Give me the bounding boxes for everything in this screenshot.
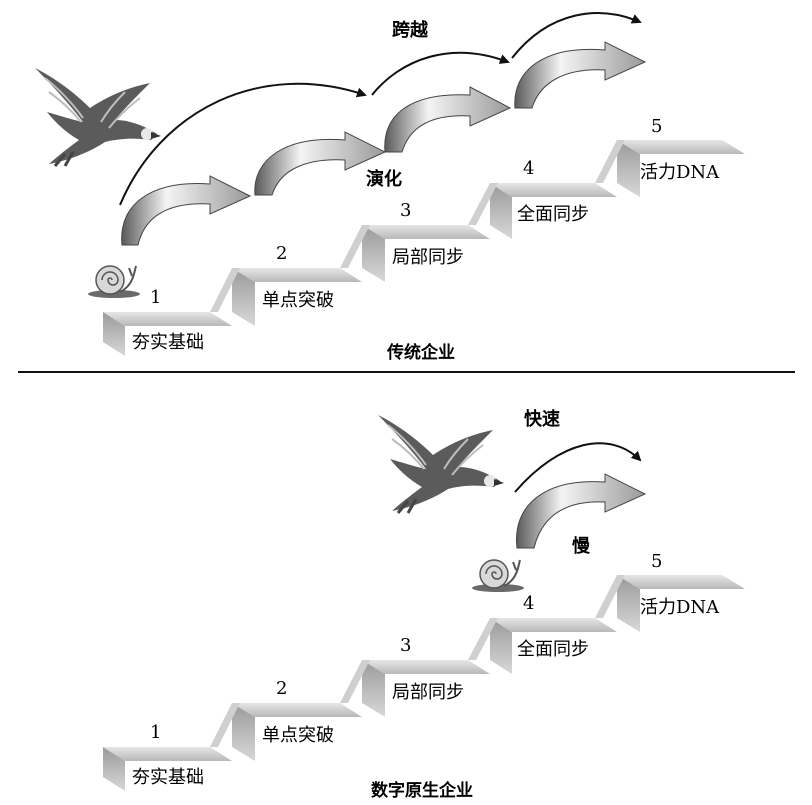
top-evolve-arrows [121,41,647,246]
step-number: 3 [400,635,411,656]
step-label: 活力DNA [640,162,720,183]
step-number: 2 [276,243,287,264]
bottom-label-fast: 快速 [524,408,560,430]
step-label: 局部同步 [392,682,464,703]
step-number: 4 [523,158,534,179]
step-number: 5 [651,551,662,572]
bottom-label-slow: 慢 [572,535,591,557]
snail-icon [471,559,525,593]
top-label-evolve: 演化 [366,168,402,190]
top-leap-arc-3 [511,12,642,59]
snail-icon [87,265,141,299]
step-label: 活力DNA [640,597,720,618]
step-number: 3 [400,200,411,221]
step-number: 4 [523,593,534,614]
eagle-icon [376,413,506,515]
bottom-fast-arc [514,442,642,493]
step-label: 夯实基础 [132,767,204,788]
step-label: 夯实基础 [132,332,204,353]
step-label: 单点突破 [262,290,334,311]
bottom-slow-arrow [516,473,647,549]
step-number: 1 [150,287,161,308]
top-panel: 跨越 演化 1 夯实基础 2 单点突破 3 局部同步 4 全面同步 5 活力DN… [33,12,745,363]
step-label: 全面同步 [517,639,589,660]
top-leap-arc-2 [371,51,510,96]
step-label: 单点突破 [262,725,334,746]
step-label: 全面同步 [517,204,589,225]
step-number: 5 [651,116,662,137]
bottom-caption: 数字原生企业 [371,780,473,801]
eagle-icon [33,66,163,168]
top-leap-arc-1 [119,82,367,206]
step-label: 局部同步 [392,247,464,268]
top-caption: 传统企业 [386,342,455,363]
step-number: 1 [150,722,161,743]
top-label-leap: 跨越 [392,19,429,41]
step-number: 2 [276,678,287,699]
bottom-panel: 快速 慢 1 夯实基础 2 单点突破 3 局部同步 4 全面同步 5 活力DNA… [103,408,745,801]
